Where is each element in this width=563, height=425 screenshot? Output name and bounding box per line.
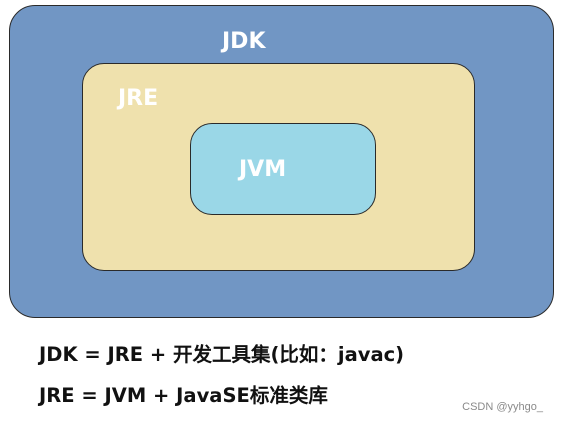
jvm-label: JVM bbox=[239, 157, 287, 182]
jre-label: JRE bbox=[118, 86, 159, 111]
watermark: CSDN @yyhgo_ bbox=[462, 401, 543, 413]
jvm-box bbox=[190, 123, 376, 215]
jre-formula: JRE = JVM + JavaSE标准类库 bbox=[39, 384, 328, 407]
jdk-label: JDK bbox=[222, 29, 266, 54]
jdk-formula: JDK = JRE + 开发工具集(比如：javac) bbox=[39, 343, 405, 366]
